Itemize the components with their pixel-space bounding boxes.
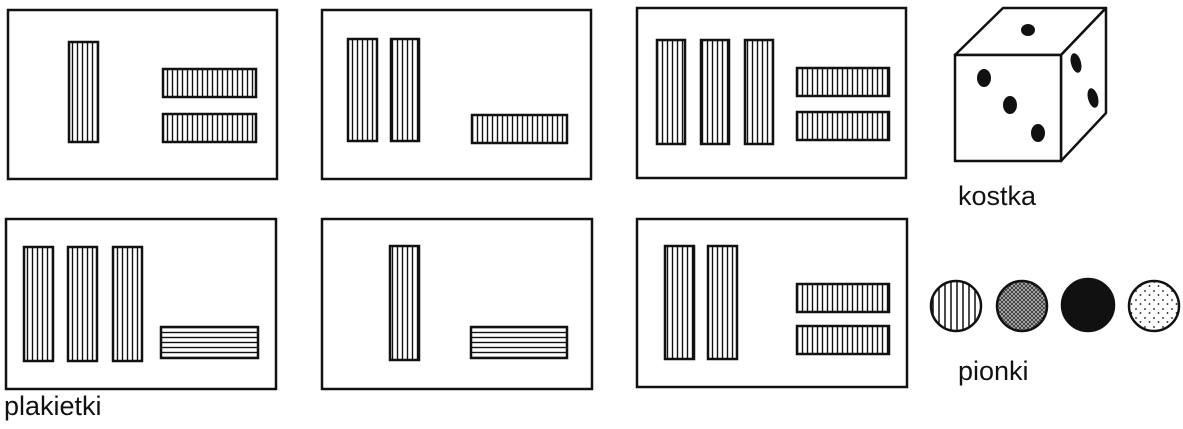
horizontal-tile [163, 69, 256, 97]
vertical-tile [665, 246, 694, 359]
plaque-5 [322, 219, 592, 389]
plaques-label: plakietki [4, 393, 102, 420]
vertical-tile [390, 246, 419, 360]
vertical-tile [701, 40, 729, 144]
horizontal-tile [797, 284, 889, 312]
black-pawn-icon [1062, 279, 1114, 331]
vertical-tile [69, 42, 98, 142]
plaque-2 [322, 10, 591, 179]
crosshatched-pawn-icon [997, 281, 1047, 331]
die-label: kostka [958, 183, 1036, 210]
vertical-tile [391, 39, 419, 141]
die-pip [1021, 24, 1035, 36]
plaque-1 [8, 10, 277, 179]
die-pip [1003, 96, 1017, 114]
horizontal-tile [472, 115, 567, 143]
horizontal-tile [163, 114, 256, 142]
plaque-3 [637, 8, 906, 178]
die-pip [977, 69, 991, 87]
pawns-label: pionki [958, 358, 1029, 385]
vertical-tile [68, 247, 97, 361]
dotted-pawn-icon [1129, 281, 1179, 331]
plaque-6 [637, 219, 907, 387]
vertical-tile [657, 40, 685, 144]
vertical-tile [708, 246, 737, 359]
horizontal-tile [471, 327, 567, 358]
horizontal-tile [797, 112, 889, 140]
vertical-tile [113, 247, 142, 361]
die-icon [955, 8, 1106, 161]
horizontal-tile [161, 327, 258, 358]
striped-pawn-icon [931, 281, 981, 331]
die-pip [1031, 124, 1045, 142]
plaque-4 [6, 219, 276, 389]
horizontal-tile [797, 68, 889, 96]
vertical-tile [24, 247, 53, 361]
horizontal-tile [797, 326, 889, 354]
vertical-tile [348, 39, 377, 141]
pawns-group [931, 279, 1179, 331]
vertical-tile [745, 40, 773, 144]
